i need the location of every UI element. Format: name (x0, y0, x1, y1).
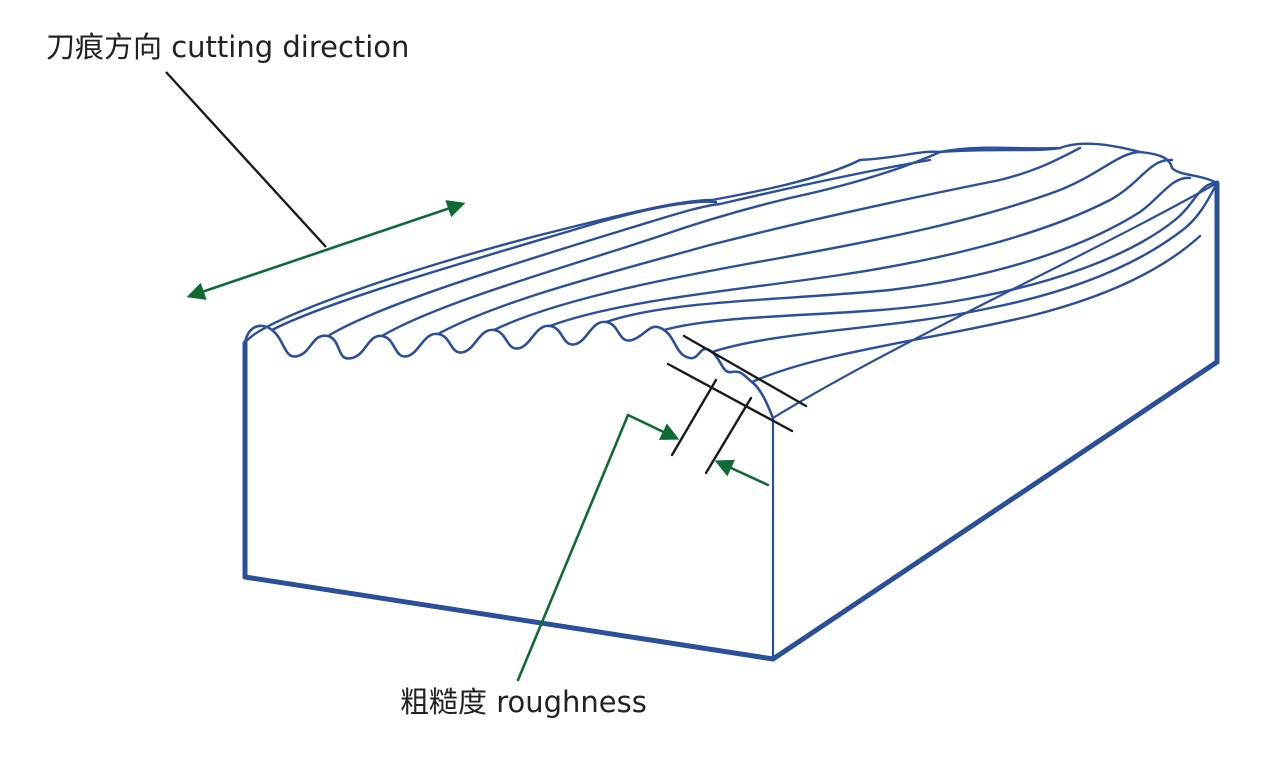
roughness-extension-left (670, 378, 718, 457)
ridge-line (492, 150, 1142, 332)
roughness-tangent-lower (666, 362, 794, 433)
ridge-line (436, 146, 1082, 336)
roughness-leader (516, 413, 680, 682)
top-surface-ridges (243, 142, 1219, 384)
ridge-line (270, 200, 718, 332)
cutting-direction-label: 刀痕方向 cutting direction (46, 30, 410, 64)
ridge-line (662, 181, 1219, 332)
back-crest (858, 142, 1219, 185)
roughness-label: 粗糙度 roughness (400, 685, 647, 719)
ridge-line (710, 181, 1219, 354)
block-body (242, 180, 1220, 662)
ridge-line (243, 158, 862, 345)
block-side-top-edge (771, 181, 1219, 420)
block-side-bottom-edge (770, 359, 1220, 662)
roughness-extension-right (704, 396, 753, 475)
roughness-measure (666, 334, 808, 475)
front-scallop-profile (243, 320, 775, 420)
ridge-line (380, 146, 1062, 338)
roughness-arrows (516, 413, 770, 682)
ridge-line (604, 176, 1192, 324)
cutting-direction-arrow (186, 200, 466, 300)
ridge-line (548, 158, 1174, 328)
block-front-bottom-edge (242, 574, 776, 662)
roughness-tangent-upper (682, 334, 808, 408)
ridge-line (750, 234, 1202, 384)
roughness-arrow-right (714, 459, 770, 487)
cutting-direction-leader (165, 71, 327, 248)
